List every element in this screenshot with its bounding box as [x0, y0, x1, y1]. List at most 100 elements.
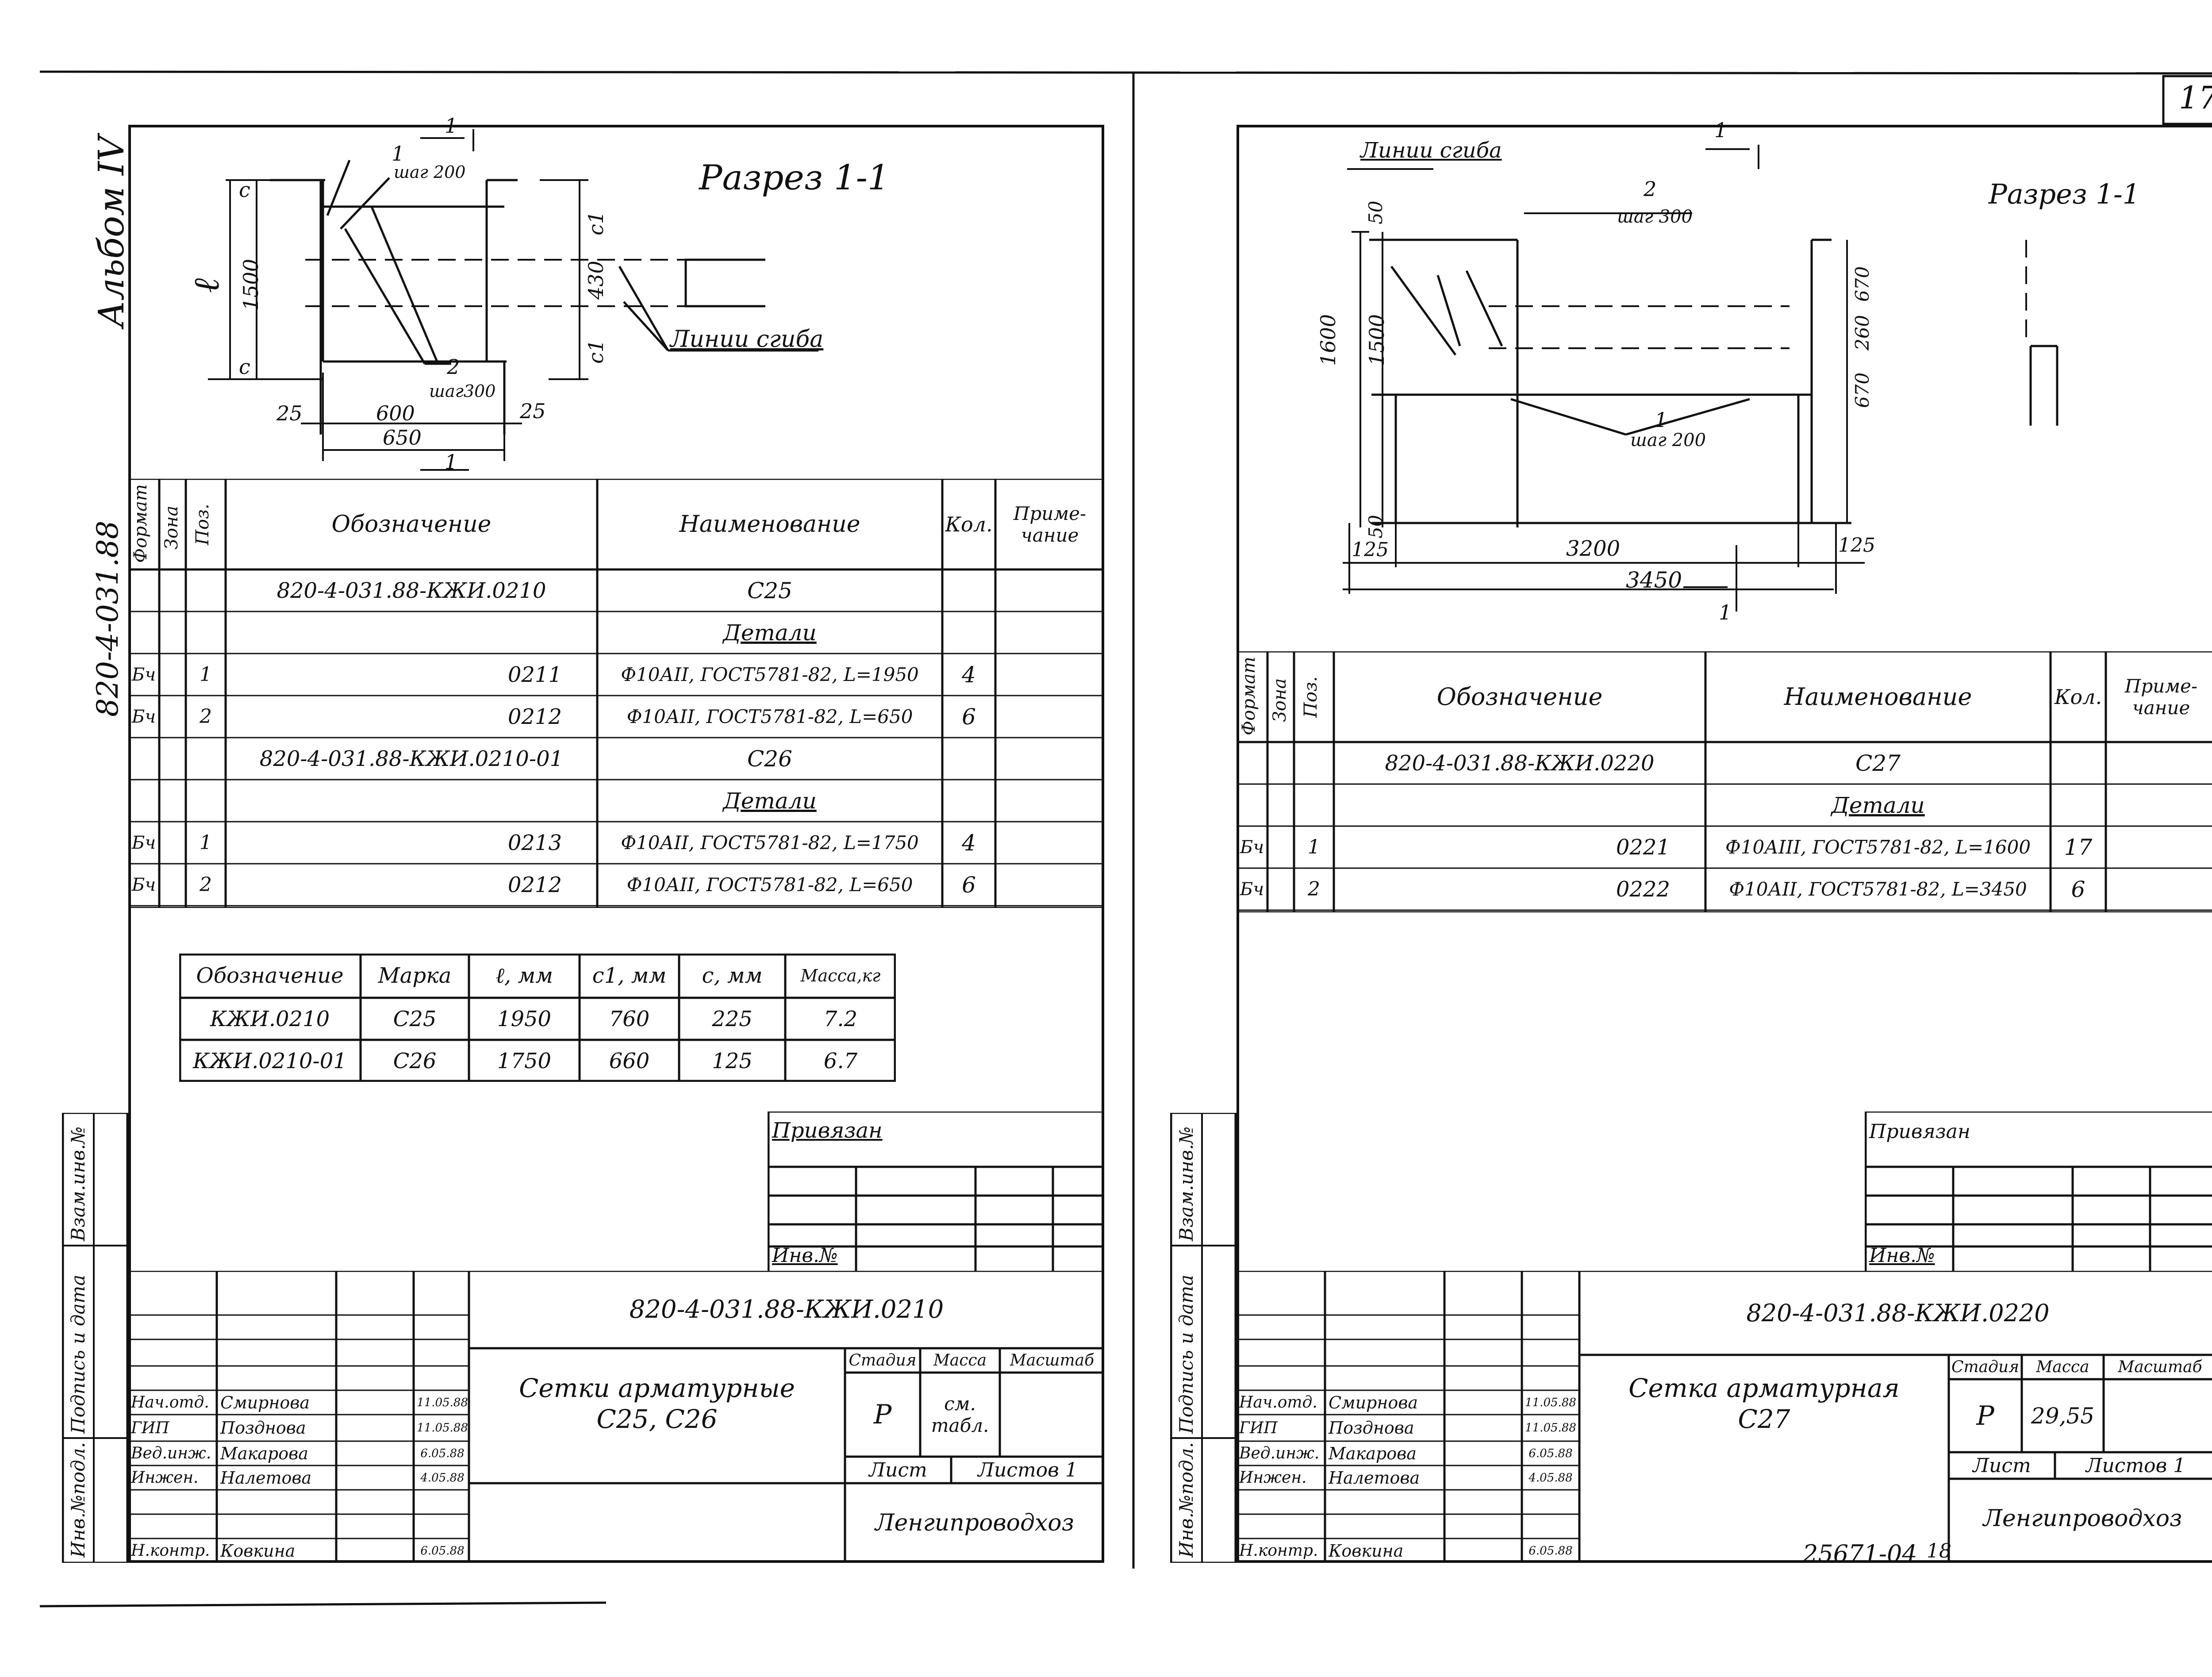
stamp-person-role: Нач.отд. [1239, 1393, 1317, 1412]
stamp-person-name: Макарова [1329, 1443, 1417, 1463]
right-title-stamp: 820-4-031.88-КЖИ.0220 Сетка арматурная С… [1237, 1271, 2212, 1563]
left-stamp-scale-h: Масштаб [1010, 1351, 1094, 1369]
right-spec-h-name: Наименование [1784, 683, 1972, 711]
right-dim-1500: 1500 [1365, 314, 1389, 366]
spec-row-name: С25 [747, 577, 792, 604]
right-bound-block: Привязан Инв.№ [1865, 1112, 2212, 1271]
stamp-person-role: ГИП [131, 1419, 169, 1437]
right-step-1: шаг 200 [1630, 430, 1706, 450]
params-cell: 1750 [497, 1048, 552, 1073]
right-section-title: Разрез 1-1 [1989, 178, 2140, 210]
right-bend-lines-label: Линии сгиба [1360, 138, 1502, 163]
left-section-mark-bottom: 1 [445, 450, 458, 474]
right-spec-table: Формат Зона Поз. Обозначение Наименовани… [1237, 651, 2212, 912]
left-spec-h-note: Приме-чание [1013, 502, 1087, 546]
bottom-code: 25671-04 [1803, 1540, 1917, 1568]
spec-row-pos: 2 [200, 705, 212, 728]
right-dim-125-a: 125 [1352, 538, 1389, 561]
spec-row-format: Бч [131, 874, 156, 895]
params-header-cell: c, мм [702, 963, 763, 988]
right-section-mark-bottom: 1 [1719, 600, 1732, 624]
stamp-person-name: Налетова [220, 1468, 312, 1488]
stamp-person-role: Н.контр. [131, 1542, 210, 1560]
spec-row-format [128, 612, 159, 654]
left-album-label: Альбом IV [91, 135, 132, 327]
stamp-person-name: Макарова [220, 1443, 308, 1463]
right-step-2: шаг 300 [1617, 207, 1693, 227]
left-spec-h-designation: Обозначение [331, 511, 492, 538]
spec-row-designation: 0221 [1616, 835, 1670, 860]
spec-row-format [1237, 784, 1267, 826]
right-dim-50-b: 50 [1365, 515, 1386, 538]
spec-row-qty: 6 [962, 704, 976, 730]
spec-row-designation [226, 612, 597, 654]
stamp-person-name [217, 1490, 336, 1514]
params-cell: 760 [609, 1006, 650, 1031]
spec-row-qty [942, 780, 995, 822]
stamp-person-name: Позднова [220, 1418, 306, 1438]
stamp-person-name: Ковкина [220, 1541, 296, 1561]
left-stamp-stage-h: Стадия [849, 1351, 917, 1369]
spec-row-designation [1334, 784, 1705, 826]
left-inv-swap-label: Взам.инв.№ [67, 1126, 89, 1241]
spec-row-designation [226, 780, 597, 822]
spec-row-name: Ф10АII, ГОСТ5781-82, L=650 [626, 874, 913, 896]
spec-row-qty: 17 [2064, 834, 2093, 860]
stamp-person-date: 6.05.88 [420, 1446, 465, 1460]
stamp-person-name: Налетова [1329, 1468, 1420, 1488]
spec-row-pos [186, 612, 226, 654]
spec-row-designation: 820-4-031.88-КЖИ.0220 [1385, 750, 1655, 776]
right-section-mark-top: 1 [1714, 118, 1728, 142]
left-side-code: 820-4-031.88 [91, 520, 125, 717]
right-dim-260: 260 [1851, 315, 1873, 350]
stamp-person-role: Инжен. [131, 1469, 199, 1487]
stamp-person-date: 11.05.88 [417, 1421, 468, 1435]
spec-row-pos: 2 [200, 873, 212, 896]
left-bend-lines-label: Линии сгиба [670, 326, 824, 353]
corner-number: 17 [2179, 80, 2212, 116]
right-spec-h-pos: Поз. [1301, 676, 1321, 718]
right-spec-h-qty: Кол. [2054, 685, 2102, 709]
left-dim-650: 650 [383, 426, 422, 450]
right-dim-3450: 3450 [1626, 567, 1682, 593]
stamp-person-date: 11.05.88 [1525, 1421, 1576, 1435]
stamp-person-name [1325, 1490, 1444, 1514]
left-stamp-mass: см. табл. [931, 1393, 989, 1436]
params-header-cell: ℓ, мм [495, 963, 553, 988]
stamp-person-date: 11.05.88 [417, 1396, 468, 1409]
spec-row-pos: 1 [200, 663, 212, 686]
left-mesh-geometry [208, 129, 818, 471]
left-dim-600: 600 [376, 401, 415, 425]
spec-row-qty [2051, 742, 2106, 784]
left-spec-h-qty: Кол. [945, 512, 993, 536]
left-spec-h-format: Формат [131, 484, 151, 563]
spec-row-name: Детали [723, 619, 817, 646]
right-inv-orig-label: Инв.№подл. [1175, 1442, 1197, 1558]
left-step-1: шаг 200 [394, 162, 466, 182]
left-title-stamp: 820-4-031.88-КЖИ.0210 Сетки арматурные С… [128, 1271, 1104, 1563]
bottom-number: 18 [1927, 1540, 1951, 1562]
left-section-title: Разрез 1-1 [699, 158, 890, 198]
spec-row-name: Детали [723, 788, 817, 814]
spec-row-pos: 1 [200, 831, 212, 854]
right-stamp-mass-h: Масса [2036, 1358, 2089, 1376]
params-header-cell: Обозначение [196, 963, 344, 988]
stamp-person-name: Смирнова [220, 1392, 310, 1412]
left-step-2: шаг300 [429, 381, 496, 401]
stamp-person-name: Смирнова [1329, 1392, 1418, 1412]
spec-row-pos [186, 780, 226, 822]
right-mesh-geometry [1343, 145, 2058, 612]
left-spec-h-name: Наименование [679, 511, 860, 538]
left-inv-orig-label: Инв.№подл. [67, 1442, 89, 1558]
spec-row-format [128, 780, 159, 822]
params-cell: С26 [393, 1048, 437, 1073]
spec-row-name: Ф10АII, ГОСТ5781-82, L=650 [626, 706, 913, 727]
params-cell: 7.2 [823, 1006, 858, 1031]
left-side-strip: Взам.инв.№ Подпись и дата Инв.№подл. [62, 1113, 128, 1563]
right-mark-2: 2 [1644, 177, 1657, 201]
left-inv-label: Инв.№ [772, 1244, 838, 1267]
right-spec-h-zone: Зона [1270, 678, 1290, 722]
right-bound-label: Привязан [1869, 1120, 1970, 1143]
